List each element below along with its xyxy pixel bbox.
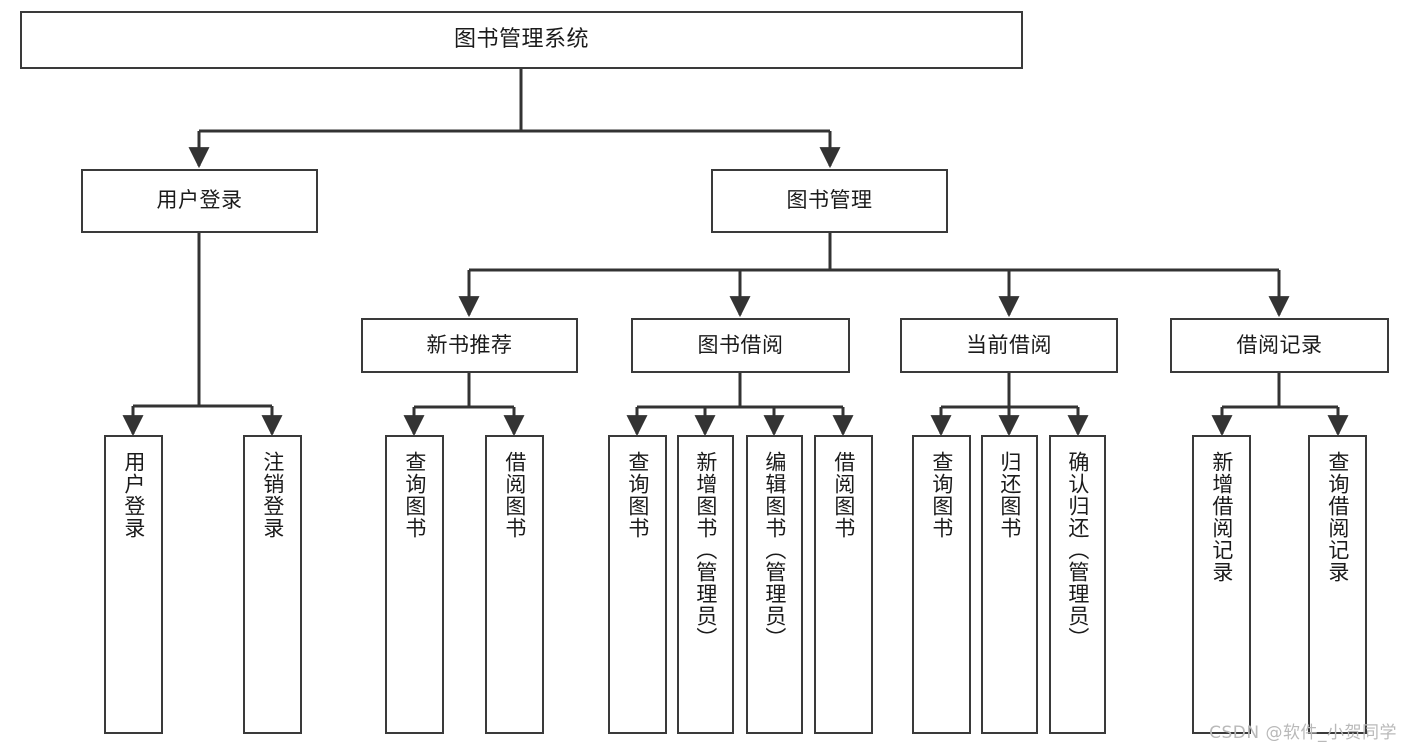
leaf-user-login-logout[interactable]: 注销登录 [243,435,302,734]
node-new-book-recommend[interactable]: 新书推荐 [361,318,578,373]
node-label: 图书借阅 [697,332,784,357]
leaf-book-borrow-borrow-book[interactable]: 借阅图书 [814,435,873,734]
node-label: 借阅图书 [502,451,527,539]
node-label: 新增图书（管理员） [693,451,718,649]
node-label: 确认归还（管理员） [1065,451,1090,649]
node-current-borrow[interactable]: 当前借阅 [900,318,1118,373]
node-label: 图书管理 [786,188,873,213]
node-label: 查询图书 [929,451,954,539]
node-book-borrow[interactable]: 图书借阅 [631,318,850,373]
leaf-borrow-record-query-record[interactable]: 查询借阅记录 [1308,435,1367,734]
node-label: 当前借阅 [966,332,1052,357]
node-label: 注销登录 [260,451,285,539]
node-label: 查询图书 [402,451,427,539]
node-label: 查询借阅记录 [1325,451,1350,583]
leaf-current-borrow-confirm-return-admin[interactable]: 确认归还（管理员） [1049,435,1106,734]
node-label: 编辑图书（管理员） [762,451,787,649]
leaf-user-login-login[interactable]: 用户登录 [104,435,163,734]
csdn-watermark: CSDN @软件_小贺同学 [1209,723,1397,743]
node-label: 归还图书 [997,451,1022,539]
node-label: 新增借阅记录 [1209,451,1234,583]
node-label: 新书推荐 [426,332,513,357]
leaf-current-borrow-return-book[interactable]: 归还图书 [981,435,1038,734]
leaf-current-borrow-query-book[interactable]: 查询图书 [912,435,971,734]
node-label: 用户登录 [121,451,146,539]
leaf-borrow-record-add-record[interactable]: 新增借阅记录 [1192,435,1251,734]
leaf-book-borrow-edit-book-admin[interactable]: 编辑图书（管理员） [746,435,803,734]
leaf-book-borrow-add-book-admin[interactable]: 新增图书（管理员） [677,435,734,734]
leaf-new-book-borrow-book[interactable]: 借阅图书 [485,435,544,734]
node-label: 查询图书 [625,451,650,539]
node-label: 图书管理系统 [453,26,589,52]
node-label: 借阅图书 [831,451,856,539]
leaf-book-borrow-query-book[interactable]: 查询图书 [608,435,667,734]
node-label: 用户登录 [156,188,243,213]
node-label: 借阅记录 [1236,332,1323,357]
leaf-new-book-query-book[interactable]: 查询图书 [385,435,444,734]
node-user-login[interactable]: 用户登录 [81,169,318,233]
node-borrow-record[interactable]: 借阅记录 [1170,318,1389,373]
node-root-book-management-system[interactable]: 图书管理系统 [20,11,1023,69]
node-book-management[interactable]: 图书管理 [711,169,948,233]
